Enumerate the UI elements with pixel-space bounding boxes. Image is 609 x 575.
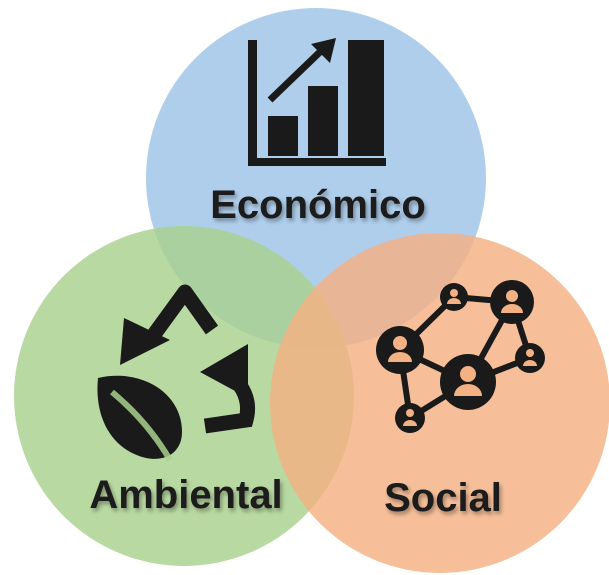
- label-ambiental: Ambiental: [89, 473, 282, 517]
- people-network-icon: [376, 280, 545, 433]
- circle-ambiental: [14, 226, 354, 566]
- label-social: Social: [384, 476, 502, 520]
- label-economico: Económico: [210, 183, 426, 227]
- bar-chart-growth-icon: [248, 38, 386, 166]
- recycle-leaf-icon: [97, 284, 255, 462]
